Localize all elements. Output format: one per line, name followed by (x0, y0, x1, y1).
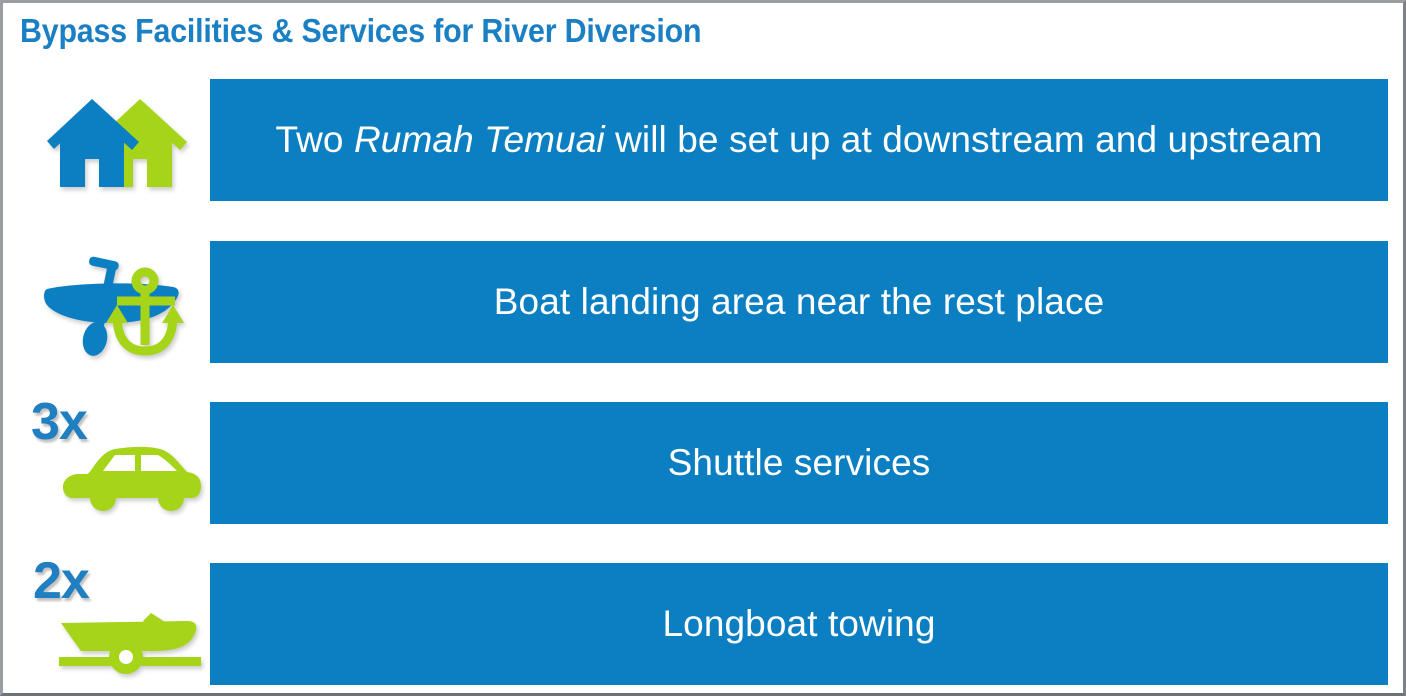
bar-text-2: Boat landing area near the rest place (493, 281, 1105, 322)
icon-cell-2 (15, 241, 205, 363)
bar-text-1-suffix: will be set up at downstream and upstrea… (604, 119, 1323, 160)
icon-cell-4: 2x (15, 555, 205, 685)
list-item: 2x Longboat towing (3, 555, 1406, 685)
multiplier-label-2x: 2x (33, 552, 90, 610)
page-title: Bypass Facilities & Services for River D… (20, 12, 702, 49)
bar-text-1-prefix: Two (275, 119, 354, 160)
multiplier-label-3x: 3x (31, 393, 88, 451)
icon-cell-3: 3x (15, 396, 205, 524)
list-item: Two Rumah Temuai will be set up at downs… (3, 79, 1406, 201)
bar-text-1: Two Rumah Temuai will be set up at downs… (253, 118, 1344, 162)
canoe-paddle-anchor-icon (44, 256, 184, 356)
two-houses-icon (47, 99, 187, 187)
content-bar-1: Two Rumah Temuai will be set up at downs… (210, 79, 1388, 201)
bar-text-3: Shuttle services (667, 442, 931, 483)
icon-cell-1 (15, 79, 205, 201)
content-bar-4: Longboat towing (210, 563, 1388, 685)
boat-trailer-icon (59, 613, 201, 674)
car-icon (63, 446, 201, 511)
list-item: Boat landing area near the rest place (3, 241, 1406, 363)
bar-text-1-italic: Rumah Temuai (353, 119, 605, 160)
list-item: 3x Shuttle services (3, 396, 1406, 524)
content-bar-3: Shuttle services (210, 402, 1388, 524)
bar-text-4: Longboat towing (662, 603, 936, 644)
content-bar-2: Boat landing area near the rest place (210, 241, 1388, 363)
